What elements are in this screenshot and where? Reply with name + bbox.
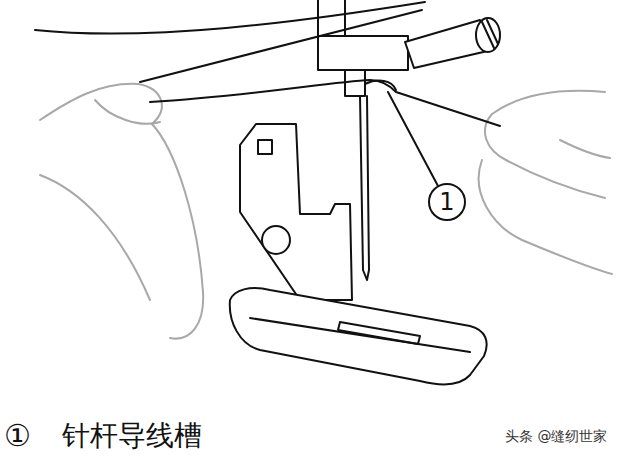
watermark: 头条 @缝纫世家 (505, 429, 607, 444)
part-name: 针杆导线槽 (62, 421, 202, 452)
caption-number: ① (4, 419, 31, 452)
callout-number: 1 (439, 189, 454, 215)
